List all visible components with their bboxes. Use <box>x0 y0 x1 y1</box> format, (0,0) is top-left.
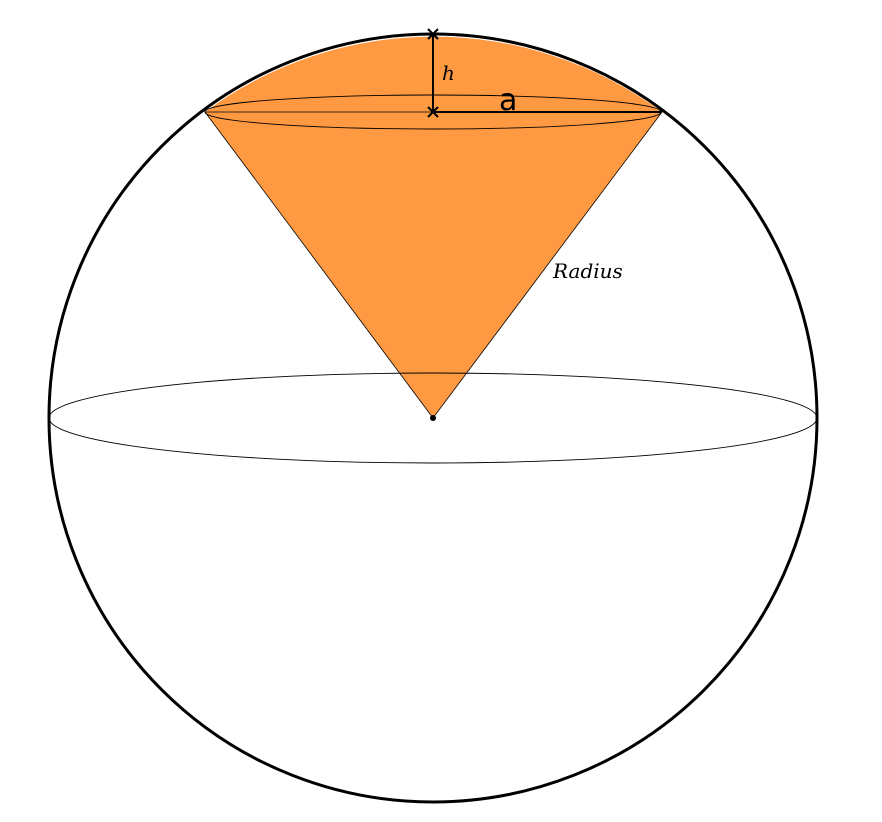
center-point <box>430 415 436 421</box>
top-cross-mark <box>427 28 439 40</box>
base-radius-label: a <box>499 83 517 118</box>
radius-label: Radius <box>552 259 623 283</box>
height-label: h <box>442 61 455 85</box>
bottom-cross-mark <box>427 106 439 118</box>
